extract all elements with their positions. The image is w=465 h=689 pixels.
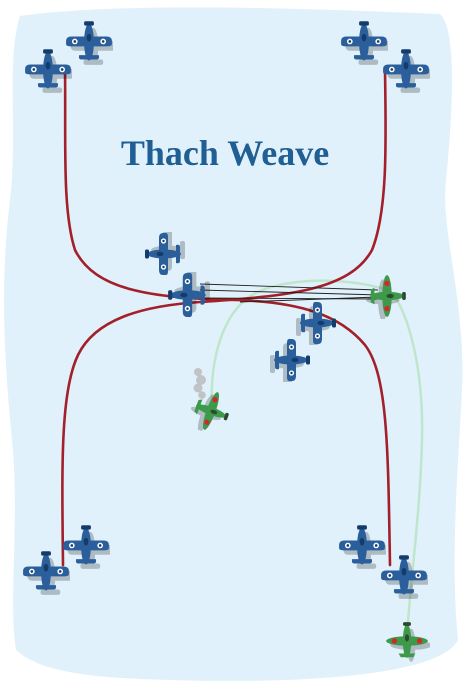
diagram-title: Thach Weave — [121, 133, 329, 173]
gunfire-tracers — [199, 283, 381, 303]
sky-background — [4, 7, 463, 681]
smoke-trail-icon — [193, 368, 206, 399]
us-flight-path-right-pair — [61, 68, 387, 567]
